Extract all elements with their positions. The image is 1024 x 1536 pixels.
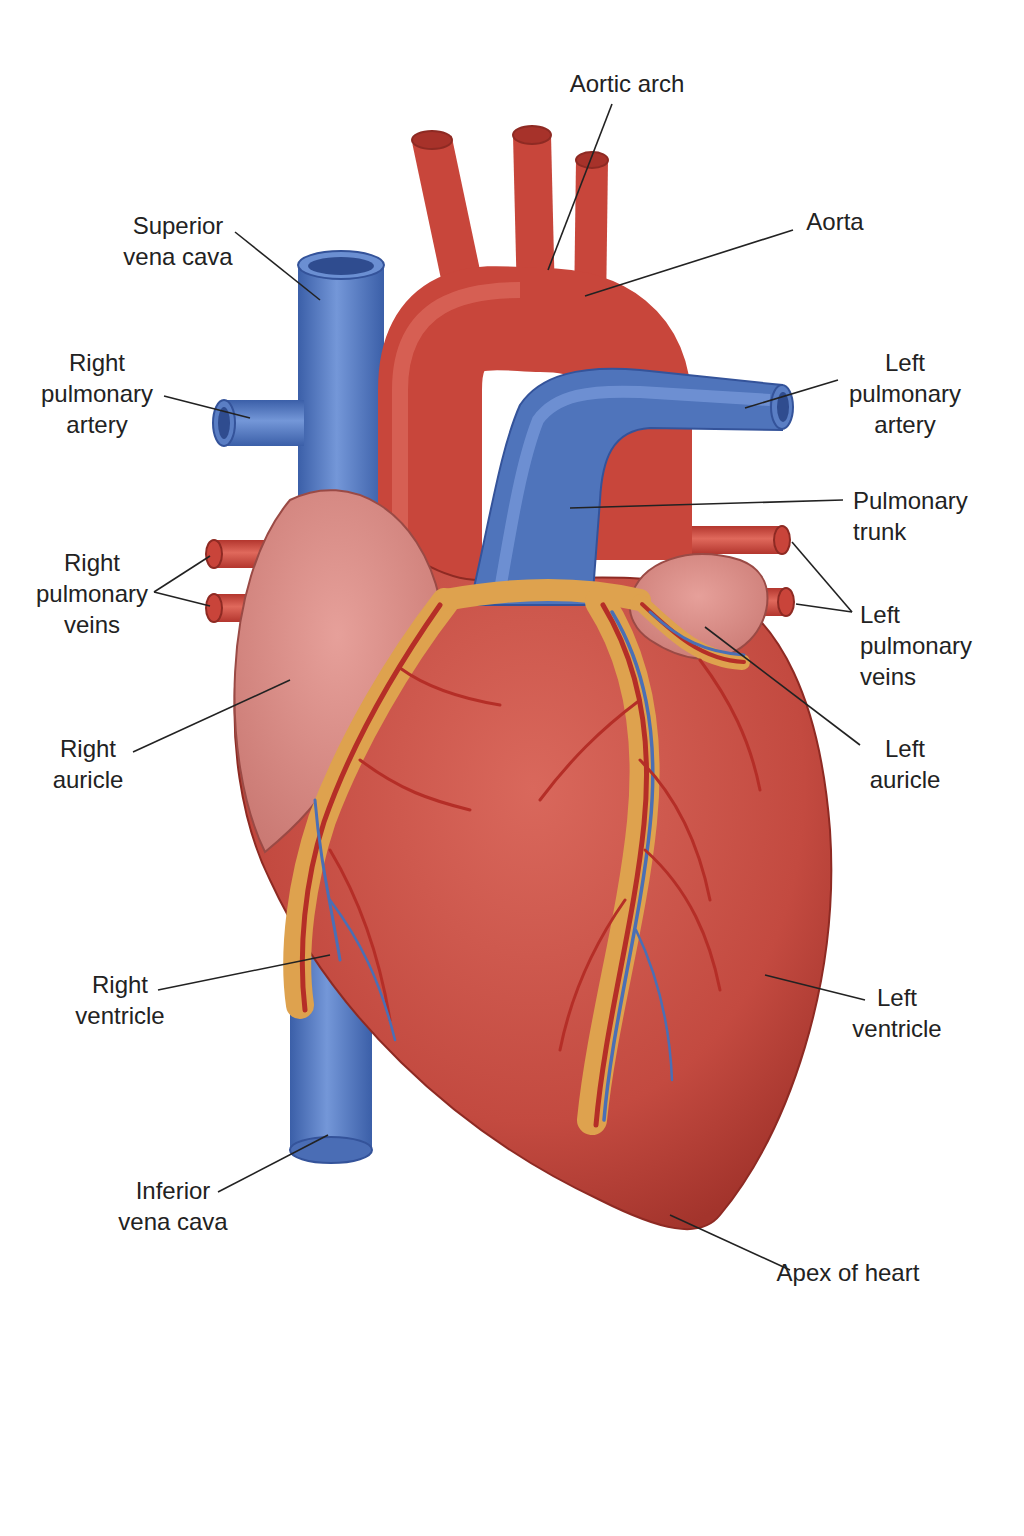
leader-line <box>154 556 210 592</box>
coronary-artery <box>400 668 500 705</box>
coronary-vein <box>650 612 744 655</box>
leader-line <box>705 627 860 745</box>
leader-lines <box>133 104 865 1270</box>
leader-line <box>792 542 852 612</box>
leader-line <box>570 500 843 508</box>
part-label: Right ventricle <box>65 969 175 1031</box>
vessel-end <box>771 385 793 429</box>
part-label: Right auricle <box>38 733 138 795</box>
vessel-end <box>206 540 222 568</box>
coronary-artery <box>640 760 710 900</box>
leader-line <box>796 604 852 612</box>
right-pulmonary-artery <box>213 400 304 446</box>
part-label: Left pulmonary artery <box>835 347 975 440</box>
coronary-artery <box>540 700 640 800</box>
leader-line <box>745 380 838 408</box>
vessel-end <box>412 131 452 149</box>
part-label: Aorta <box>806 206 863 237</box>
part-label: Inferior vena cava <box>113 1175 233 1237</box>
vessel-end <box>290 1137 372 1163</box>
coronary-artery <box>360 760 470 810</box>
vessel-end <box>298 251 384 279</box>
leader-line <box>670 1215 790 1270</box>
coronary-artery <box>302 605 440 1010</box>
coronary-artery <box>560 900 625 1050</box>
part-label: Left auricle <box>855 733 955 795</box>
coronary-vein <box>604 612 653 1120</box>
leader-line <box>548 104 612 270</box>
vessel-end <box>778 588 794 616</box>
part-label: Superior vena cava <box>118 210 238 272</box>
leader-line <box>585 230 793 296</box>
vessel-tube <box>690 526 782 554</box>
part-label: Apex of heart <box>777 1257 920 1288</box>
part-label: Right pulmonary artery <box>27 347 167 440</box>
vessel-end <box>513 126 551 144</box>
coronary-artery <box>642 604 744 662</box>
part-label: Left ventricle <box>842 982 952 1044</box>
leader-line <box>154 592 210 606</box>
part-label: Aortic arch <box>570 68 685 99</box>
coronary-vein <box>636 930 672 1080</box>
coronary-artery <box>700 660 760 790</box>
coronary-vein <box>315 800 340 960</box>
vessel-lumen <box>308 257 374 275</box>
leader-line <box>218 1135 328 1192</box>
coronary-artery <box>645 850 720 990</box>
part-label: Right pulmonary veins <box>22 547 162 640</box>
leader-line <box>158 955 330 990</box>
leader-line <box>133 680 290 752</box>
coronary-vein <box>330 900 395 1040</box>
vessel-end <box>774 526 790 554</box>
coronary-vessels <box>302 604 760 1125</box>
epicardial-fat <box>297 590 742 1120</box>
part-label: Pulmonary trunk <box>853 485 983 547</box>
vessel-end <box>213 400 235 446</box>
leader-line <box>765 975 865 1000</box>
coronary-artery <box>596 605 647 1125</box>
leader-line <box>164 396 250 418</box>
vessel-end <box>206 594 222 622</box>
leader-line <box>235 232 320 300</box>
part-label: Left pulmonary veins <box>860 599 1000 692</box>
